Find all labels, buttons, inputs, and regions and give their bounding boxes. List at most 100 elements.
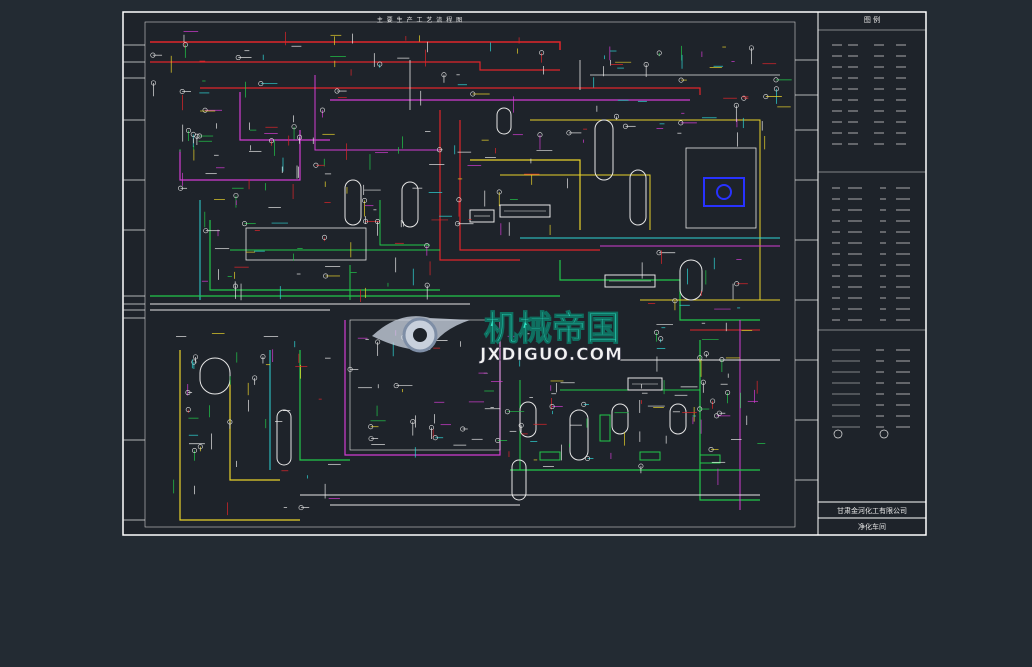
instrument-bubble — [227, 419, 233, 425]
watermark-url: JXDIGUO.COM — [479, 345, 623, 365]
instrument-bubble — [150, 52, 156, 58]
instrument-bubble — [313, 162, 319, 168]
blue-unit-box — [685, 147, 757, 229]
instrument-bubble — [410, 419, 416, 425]
yellow-pipe-line — [179, 350, 300, 521]
instrument-bubble — [549, 404, 555, 410]
instrument-bubble — [298, 505, 304, 511]
workshop-name: 净化车间 — [858, 522, 886, 531]
vertical-vessel — [401, 181, 419, 228]
vertical-vessel — [611, 403, 629, 435]
instrument-bubble — [773, 86, 779, 92]
instrument-bubble — [191, 359, 197, 365]
instrument-bubble — [658, 336, 664, 342]
instrument-bubble — [678, 77, 684, 83]
instrument-bubble — [232, 283, 238, 289]
instrument-bubble — [242, 221, 248, 227]
heat-exchanger — [604, 274, 656, 288]
instrument-bubble — [186, 128, 192, 134]
instrument-bubble — [454, 221, 460, 227]
watermark-logo: 机械帝国 JXDIGUO.COM — [372, 309, 623, 365]
instrument-bubble — [643, 62, 649, 68]
instrument-bubble — [622, 123, 628, 129]
instrument-bubble — [733, 102, 739, 108]
vertical-vessel — [344, 179, 362, 226]
tank-outline — [245, 227, 367, 261]
instrument-bubble — [537, 132, 543, 138]
gear-center-icon — [413, 328, 427, 342]
instrument-bubble — [235, 55, 241, 61]
red-pipe-line — [150, 61, 560, 71]
instrument-bubble — [322, 234, 328, 240]
vertical-vessel — [276, 409, 292, 466]
vertical-vessel — [669, 403, 687, 435]
vertical-vessel — [519, 401, 537, 438]
instrument-bubble — [368, 424, 374, 430]
instrument-bubble — [334, 88, 340, 94]
green-pipe-line — [379, 200, 430, 246]
instrument-bubble — [496, 189, 502, 195]
yellow-pipe-line — [229, 380, 280, 481]
instrument-bubble — [719, 357, 725, 363]
drawing-sheet-border — [122, 11, 927, 536]
instrument-bubble — [297, 134, 303, 140]
instrument-bubble — [763, 94, 769, 100]
instrument-bubble — [703, 351, 709, 357]
instrument-bubble — [539, 50, 545, 56]
equipment-group — [199, 107, 721, 501]
instrument-bubble — [196, 133, 202, 139]
instrument-bubble — [700, 379, 706, 385]
instrument-bubble — [748, 45, 754, 51]
magenta-pipe-line — [179, 130, 301, 181]
instrument-bubble — [656, 50, 662, 56]
red-pipe-line — [439, 110, 520, 261]
instrument-bubble — [714, 413, 720, 419]
vertical-vessel — [629, 169, 647, 226]
instrument-bubble — [393, 383, 399, 389]
instrument-bubble — [614, 113, 620, 119]
instrument-bubble — [347, 366, 353, 372]
instrument-bubble — [697, 406, 703, 412]
instrument-bubble — [710, 398, 716, 404]
instrument-bubble — [495, 437, 501, 443]
instrument-bubble — [150, 80, 156, 86]
instrument-bubble — [377, 61, 383, 67]
instrument-bubble — [424, 243, 430, 249]
instrument-bubble — [470, 91, 476, 97]
watermark-brand: 机械帝国 — [484, 309, 620, 349]
yellow-pipe-line — [470, 159, 581, 230]
instrument-bubble — [203, 228, 209, 234]
instrument-bubble — [518, 422, 524, 428]
instrument-bubble — [708, 447, 714, 453]
instrument-bubble — [432, 435, 438, 441]
instrument-bubble — [185, 407, 191, 413]
green-pipe-line — [209, 220, 440, 291]
instrument-bubble — [291, 124, 297, 130]
red-header-line — [150, 41, 561, 50]
legend-title: 图 例 — [864, 15, 880, 24]
legend-symbol — [879, 429, 889, 439]
yellow-pipe-line — [500, 174, 651, 230]
instrument-bubble — [197, 444, 203, 450]
instrument-bubble — [504, 409, 510, 415]
green-pipe-line — [299, 350, 350, 461]
instrument-bubble — [191, 447, 197, 453]
instrument-bubble — [182, 42, 188, 48]
instrument-bubble — [428, 425, 434, 431]
instrument-bubble — [194, 133, 200, 139]
instrument-bubble — [585, 455, 591, 461]
instrument-bubble — [258, 81, 264, 87]
instrument-bubble — [697, 355, 703, 361]
instrument-bubble — [460, 426, 466, 432]
legend-symbol-table — [818, 29, 926, 439]
instrument-bubble — [319, 107, 325, 113]
inner-frame — [144, 21, 796, 528]
instrument-bubble — [368, 436, 374, 442]
instrument-bubble — [179, 89, 185, 95]
vertical-vessel — [679, 259, 703, 301]
instrument-bubble — [202, 107, 208, 113]
instrument-bubble — [441, 72, 447, 78]
instrument-bubble — [456, 197, 462, 203]
